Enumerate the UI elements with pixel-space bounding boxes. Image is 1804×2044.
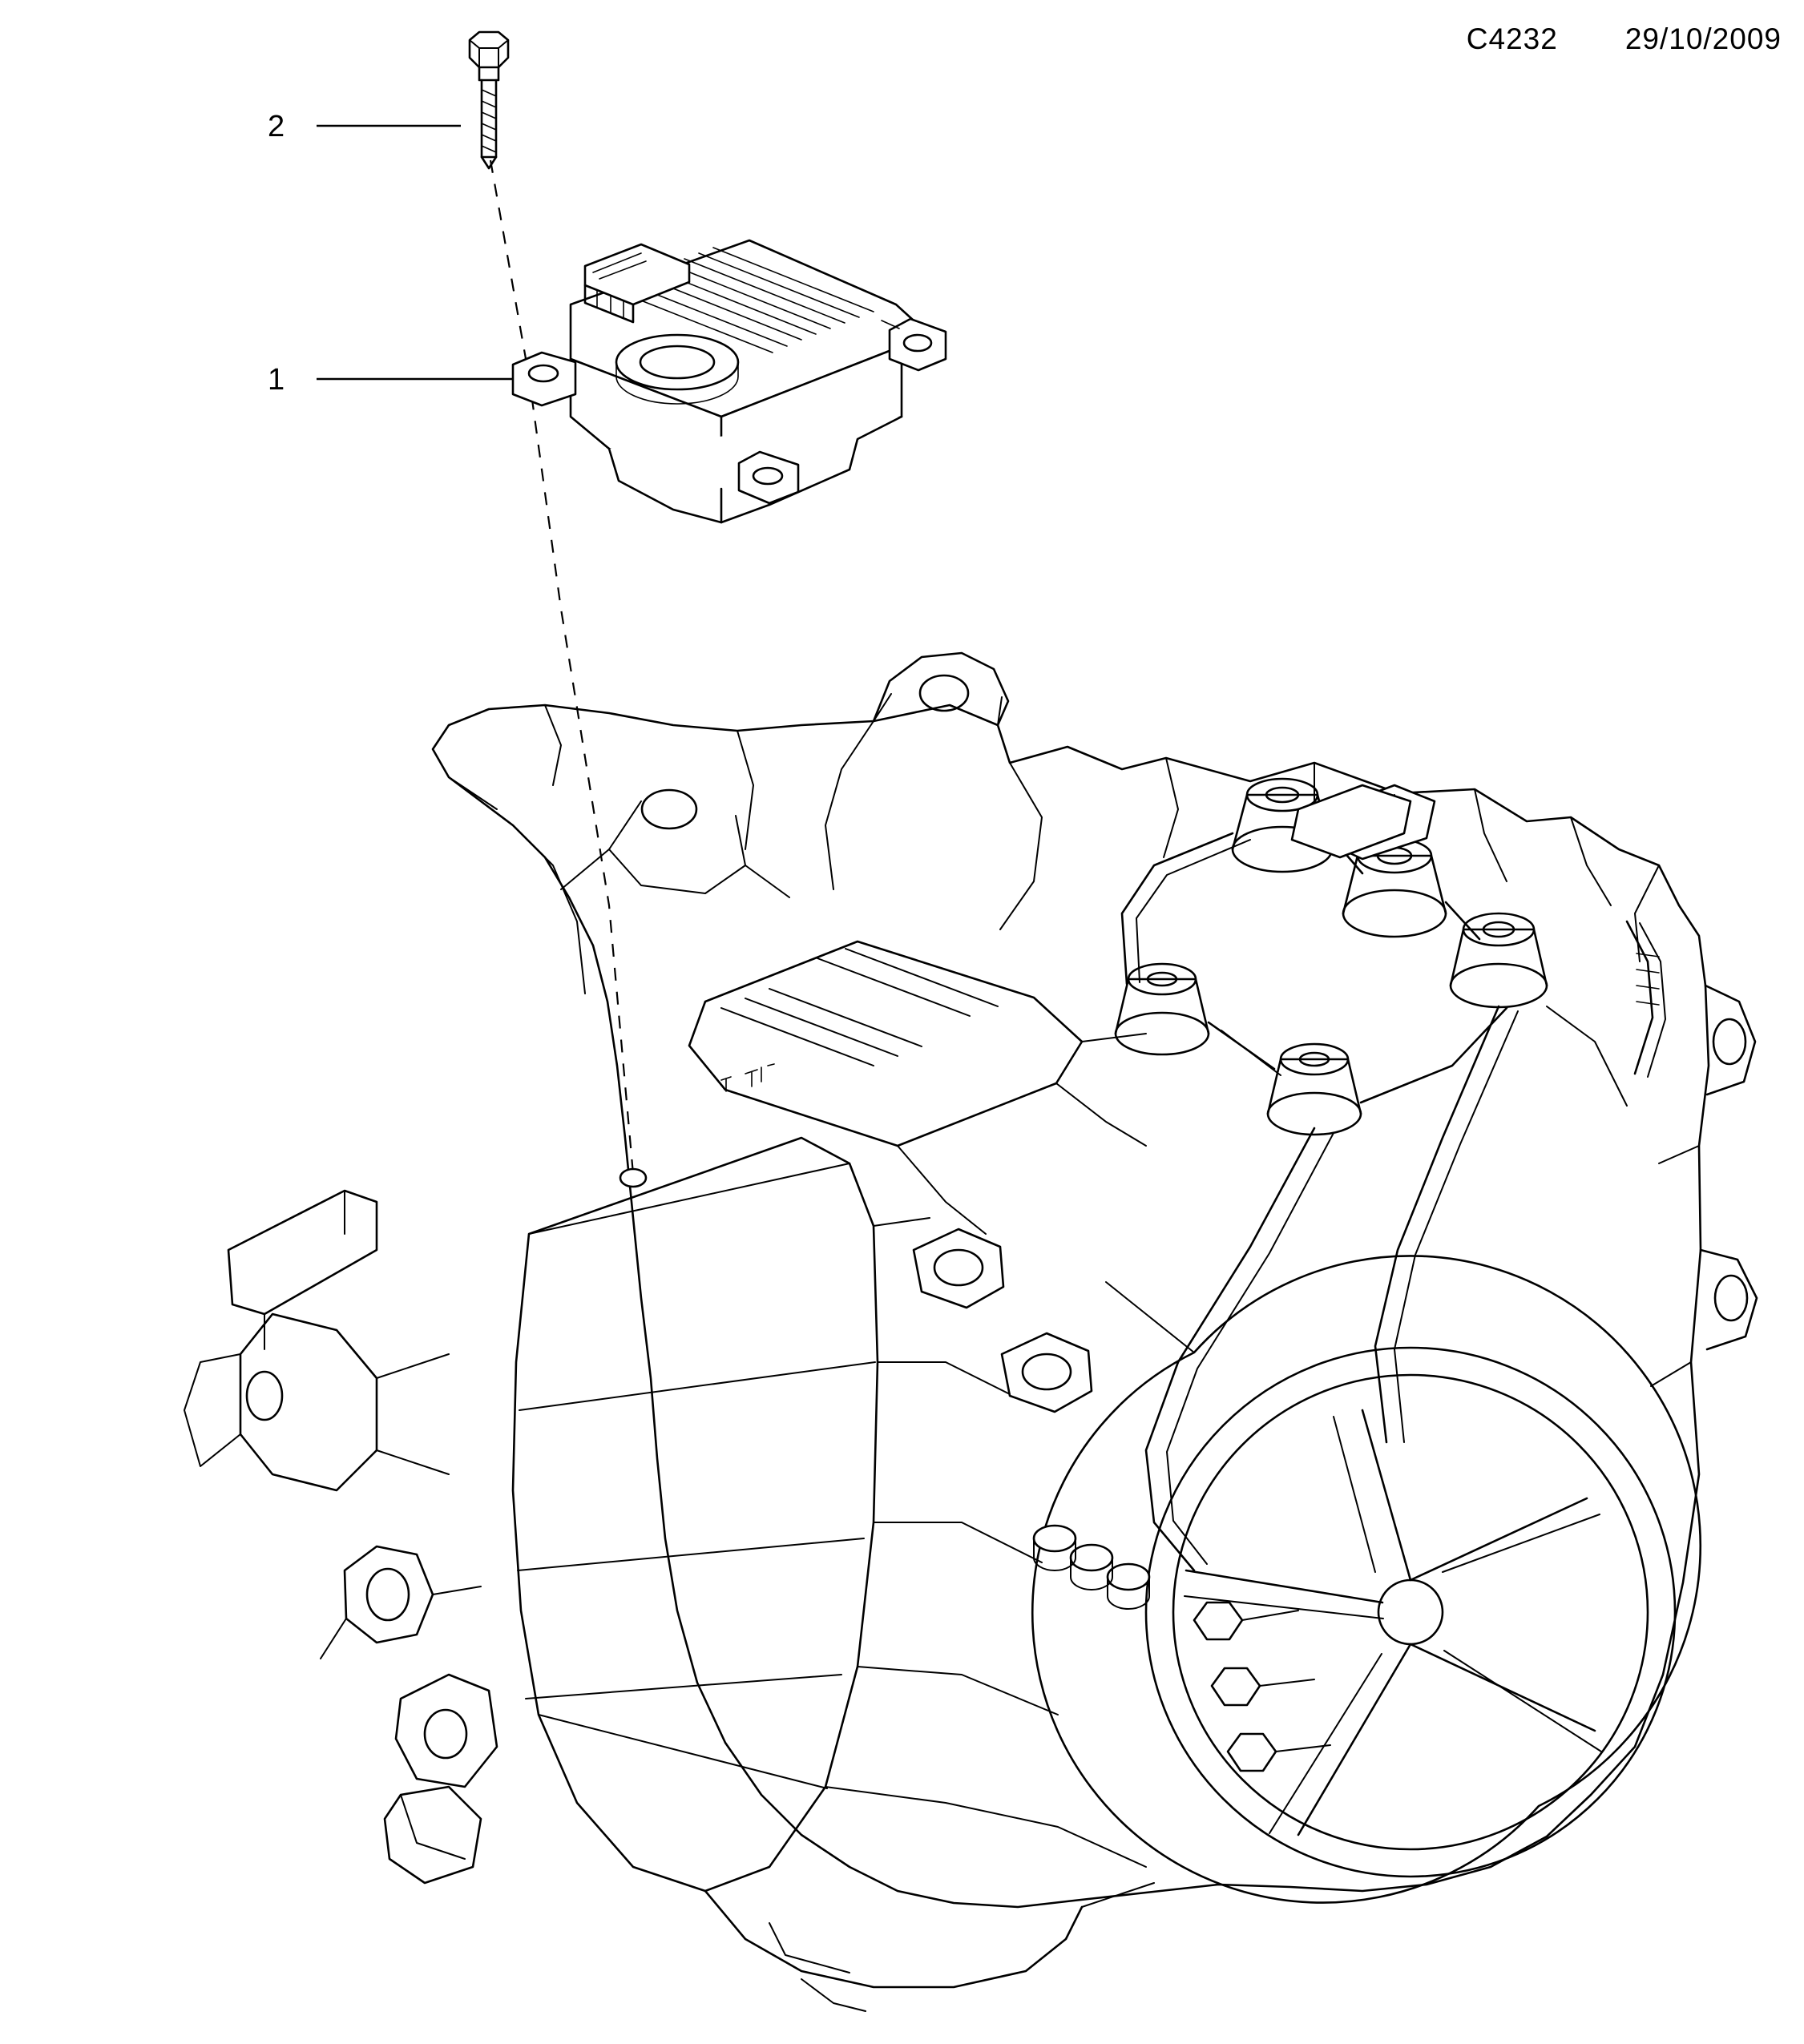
stud-row bbox=[1032, 1524, 1151, 1610]
hex-bolt-heads bbox=[1193, 1601, 1331, 1772]
drawing-header: C4232 29/10/2009 bbox=[1467, 22, 1782, 56]
callout-leaders bbox=[317, 124, 513, 381]
transmission-housing-icon bbox=[184, 651, 1758, 2012]
callout-label-2: 2 bbox=[268, 110, 285, 143]
drawing-code: C4232 bbox=[1466, 22, 1558, 55]
control-module-icon bbox=[511, 239, 947, 524]
mounting-bolt-icon bbox=[468, 30, 510, 170]
assembly-axis-dashed-line bbox=[489, 159, 635, 1175]
drawing-date: 29/10/2009 bbox=[1624, 22, 1782, 55]
callout-label-1: 1 bbox=[268, 363, 285, 397]
